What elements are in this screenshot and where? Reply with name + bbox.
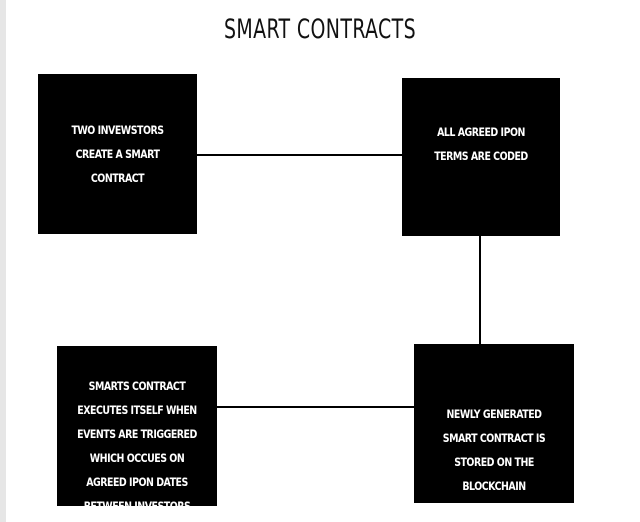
step-box-executes-itself-label: SMARTS CONTRACT EXECUTES ITSELF WHEN EVE… <box>77 379 197 513</box>
step-box-stored-blockchain-label: NEWLY GENERATED SMART CONTRACT IS STORED… <box>442 407 546 493</box>
step-box-terms-coded: ALL AGREED IPON TERMS ARE CODED <box>402 78 560 236</box>
step-box-executes-itself: SMARTS CONTRACT EXECUTES ITSELF WHEN EVE… <box>57 346 217 513</box>
step-box-create-contract-label: TWO INVEWSTORS CREATE A SMART CONTRACT <box>71 123 164 185</box>
step-box-create-contract: TWO INVEWSTORS CREATE A SMART CONTRACT <box>38 74 197 234</box>
step-box-terms-coded-label: ALL AGREED IPON TERMS ARE CODED <box>434 125 528 163</box>
left-edge-strip <box>0 0 6 522</box>
step-box-stored-blockchain: NEWLY GENERATED SMART CONTRACT IS STORED… <box>414 344 574 503</box>
diagram-title: SMART CONTRACTS <box>223 14 417 45</box>
